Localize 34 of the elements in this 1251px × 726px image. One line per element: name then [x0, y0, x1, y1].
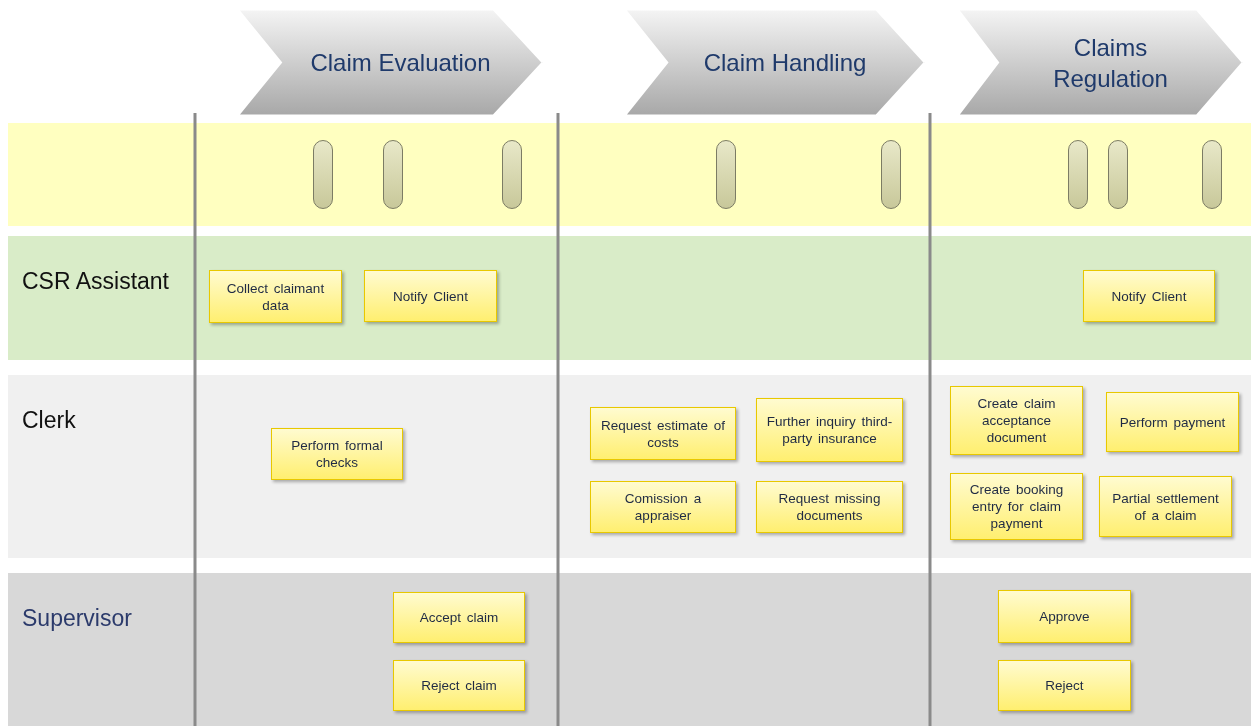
- event-band: [8, 123, 1251, 226]
- capsule-marker: [716, 140, 736, 209]
- task-card: Partial settlement of a claim: [1099, 476, 1232, 537]
- task-card: Create claim acceptance document: [950, 386, 1083, 455]
- task-card: Reject claim: [393, 660, 525, 711]
- phase-chevron: Claim Evaluation: [238, 10, 543, 115]
- task-card: Reject: [998, 660, 1131, 711]
- swimlane: [8, 573, 1251, 726]
- task-card: Request missing documents: [756, 481, 903, 533]
- task-card: Notify Client: [364, 270, 497, 322]
- swimlane: [8, 375, 1251, 558]
- task-card: Create booking entry for claim payment: [950, 473, 1083, 540]
- lane-title: CSR Assistant: [22, 267, 170, 296]
- task-card: Request estimate of costs: [590, 407, 736, 460]
- task-card: Approve: [998, 590, 1131, 643]
- task-card: Collect claimant data: [209, 270, 342, 323]
- capsule-marker: [383, 140, 403, 209]
- phase-chevron: Claims Regulation: [958, 10, 1243, 115]
- capsule-marker: [313, 140, 333, 209]
- task-card: Accept claim: [393, 592, 525, 643]
- capsule-marker: [502, 140, 522, 209]
- capsule-marker: [881, 140, 901, 209]
- swimlane: [8, 236, 1251, 360]
- task-card: Notify Client: [1083, 270, 1215, 322]
- capsule-marker: [1068, 140, 1088, 209]
- lane-title: Clerk: [22, 406, 77, 435]
- task-card: Perform payment: [1106, 392, 1239, 452]
- task-card: Perform formal checks: [271, 428, 403, 480]
- task-card: Comission a appraiser: [590, 481, 736, 533]
- phase-chevron: Claim Handling: [625, 10, 925, 115]
- capsule-marker: [1108, 140, 1128, 209]
- capsule-marker: [1202, 140, 1222, 209]
- lane-title: Supervisor: [22, 604, 133, 633]
- task-card: Further inquiry third-party insurance: [756, 398, 903, 462]
